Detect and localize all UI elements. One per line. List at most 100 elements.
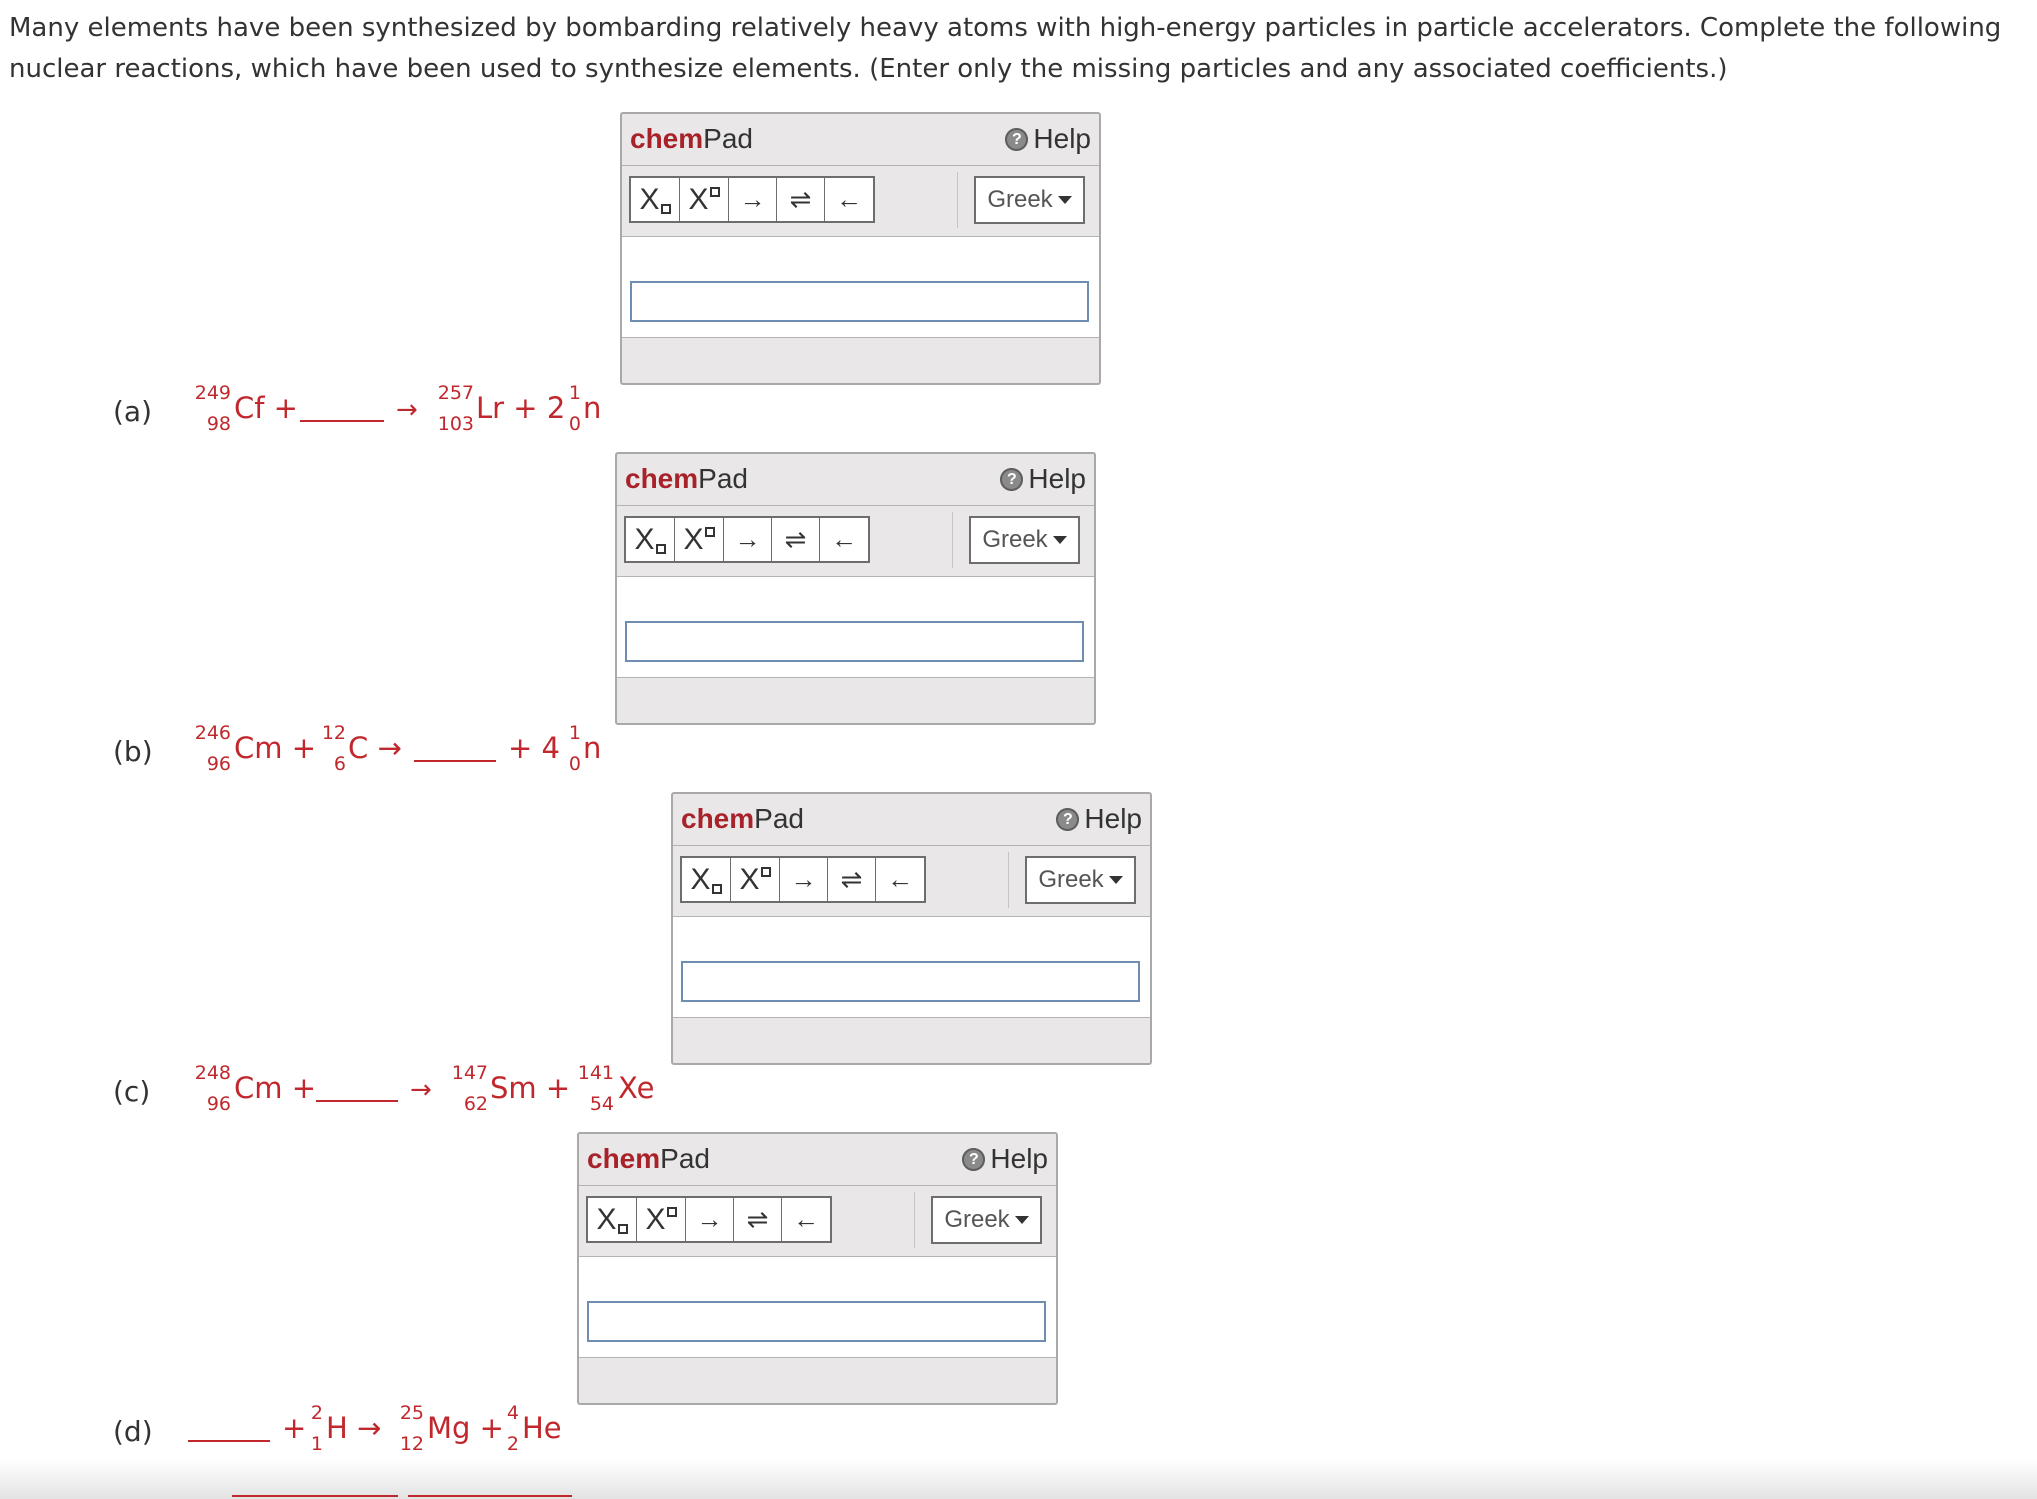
cm-248-mass-number: 248 — [194, 1062, 231, 1084]
cm-246-atomic-number: 96 — [206, 753, 231, 775]
chempad-toolbar: X X → ⇌ ← Greek — [673, 846, 1150, 917]
help-label: Help — [990, 1143, 1048, 1174]
sm-atomic-number: 62 — [463, 1093, 488, 1115]
greek-dropdown[interactable]: Greek — [931, 1196, 1042, 1244]
help-button[interactable]: ?Help — [1056, 804, 1142, 834]
arrow-button[interactable]: → — [780, 858, 828, 901]
arrow-button[interactable]: → — [686, 1198, 734, 1241]
chempad-toolbar: X X → ⇌ ← Greek — [622, 166, 1099, 237]
problem-a-label: (a) — [113, 395, 153, 428]
toolbar-divider — [952, 512, 953, 568]
toolbar-divider — [914, 1192, 915, 1248]
superscript-button[interactable]: X — [731, 858, 780, 901]
format-button-group: X X → ⇌ ← — [586, 1196, 832, 1243]
left-arrow-icon: ← — [836, 184, 862, 214]
subscript-button[interactable]: X — [682, 858, 731, 901]
greek-dropdown[interactable]: Greek — [969, 516, 1080, 564]
lr-symbol: Lr + 2 — [476, 391, 566, 425]
subscript-box-icon — [617, 1223, 628, 1234]
subscript-box-icon — [660, 203, 671, 214]
equilibrium-button[interactable]: ⇌ — [734, 1198, 782, 1241]
xe-atomic-number: 54 — [589, 1093, 614, 1115]
cm-246-mass-number: 246 — [194, 722, 231, 744]
help-label: Help — [1028, 463, 1086, 494]
help-icon: ? — [1005, 127, 1029, 151]
problem-c-arrow: → — [410, 1075, 432, 1105]
problem-b-coefficient: + 4 — [508, 731, 560, 765]
chempad-header: chemPad ?Help — [579, 1134, 1056, 1186]
equilibrium-button[interactable]: ⇌ — [772, 518, 820, 561]
cf-atomic-number: 98 — [206, 413, 231, 435]
right-arrow-icon: → — [790, 864, 817, 894]
right-arrow-icon: → — [696, 1204, 723, 1234]
help-icon: ? — [962, 1147, 986, 1171]
mg-mass-number: 25 — [399, 1402, 424, 1424]
cf-mass-number: 249 — [194, 382, 231, 404]
toolbar-divider — [1008, 852, 1009, 908]
problem-b-label: (b) — [113, 735, 153, 768]
xe-symbol: Xe — [618, 1071, 655, 1105]
arrow-button[interactable]: → — [729, 178, 777, 221]
h-atomic-number: 1 — [310, 1433, 323, 1455]
chempad-title: chemPad — [587, 1143, 710, 1174]
answer-input-c[interactable] — [681, 961, 1140, 1002]
back-arrow-button[interactable]: ← — [782, 1198, 830, 1241]
superscript-box-icon — [666, 1206, 677, 1217]
equilibrium-arrow-icon: ⇌ — [840, 864, 863, 894]
greek-dropdown[interactable]: Greek — [974, 176, 1085, 224]
answer-input-b[interactable] — [625, 621, 1084, 662]
back-arrow-button[interactable]: ← — [825, 178, 873, 221]
superscript-box-icon — [704, 526, 715, 537]
equilibrium-button[interactable]: ⇌ — [828, 858, 876, 901]
c-mass-number: 12 — [321, 722, 346, 744]
cm-246-symbol: Cm + — [234, 731, 317, 765]
left-arrow-icon: ← — [831, 524, 857, 554]
subscript-button[interactable]: X — [631, 178, 680, 221]
equilibrium-button[interactable]: ⇌ — [777, 178, 825, 221]
problem-d-blank — [188, 1440, 270, 1442]
chempad-input-area — [579, 1257, 1056, 1358]
chempad-title: chemPad — [681, 803, 804, 834]
xe-mass-number: 141 — [577, 1062, 614, 1084]
c-atomic-number: 6 — [333, 753, 346, 775]
subscript-button[interactable]: X — [588, 1198, 637, 1241]
chevron-down-icon — [1052, 536, 1067, 544]
h-symbol: H → — [326, 1411, 382, 1445]
toolbar-divider — [957, 172, 958, 228]
superscript-button[interactable]: X — [675, 518, 724, 561]
problem-d-plus: + — [282, 1411, 307, 1445]
problem-a-blank — [300, 420, 384, 422]
chempad-c: chemPad ?Help X X → ⇌ ← Greek — [671, 792, 1152, 1065]
cm-248-atomic-number: 96 — [206, 1093, 231, 1115]
superscript-button[interactable]: X — [637, 1198, 686, 1241]
neutron-b-atomic-number: 0 — [568, 753, 581, 775]
help-button[interactable]: ?Help — [962, 1144, 1048, 1174]
superscript-box-icon — [760, 866, 771, 877]
left-arrow-icon: ← — [887, 864, 913, 894]
chempad-header: chemPad ?Help — [673, 794, 1150, 846]
back-arrow-button[interactable]: ← — [876, 858, 924, 901]
answer-input-a[interactable] — [630, 281, 1089, 322]
arrow-button[interactable]: → — [724, 518, 772, 561]
left-arrow-icon: ← — [793, 1204, 819, 1234]
greek-dropdown[interactable]: Greek — [1025, 856, 1136, 904]
chempad-b: chemPad ?Help X X → ⇌ ← Greek — [615, 452, 1096, 725]
chempad-header: chemPad ?Help — [617, 454, 1094, 506]
problem-a-arrow: → — [396, 395, 418, 425]
subscript-button[interactable]: X — [626, 518, 675, 561]
sm-mass-number: 147 — [451, 1062, 488, 1084]
he-symbol: He — [522, 1411, 562, 1445]
answer-input-d[interactable] — [587, 1301, 1046, 1342]
help-button[interactable]: ?Help — [1005, 124, 1091, 154]
chempad-input-area — [673, 917, 1150, 1018]
help-button[interactable]: ?Help — [1000, 464, 1086, 494]
help-icon: ? — [1056, 807, 1080, 831]
problem-c-blank — [316, 1100, 398, 1102]
mg-symbol: Mg + — [427, 1411, 504, 1445]
superscript-button[interactable]: X — [680, 178, 729, 221]
neutron-symbol: n — [583, 391, 602, 425]
problem-d-label: (d) — [113, 1415, 153, 1448]
right-arrow-icon: → — [739, 184, 766, 214]
back-arrow-button[interactable]: ← — [820, 518, 868, 561]
sm-symbol: Sm + — [490, 1071, 571, 1105]
